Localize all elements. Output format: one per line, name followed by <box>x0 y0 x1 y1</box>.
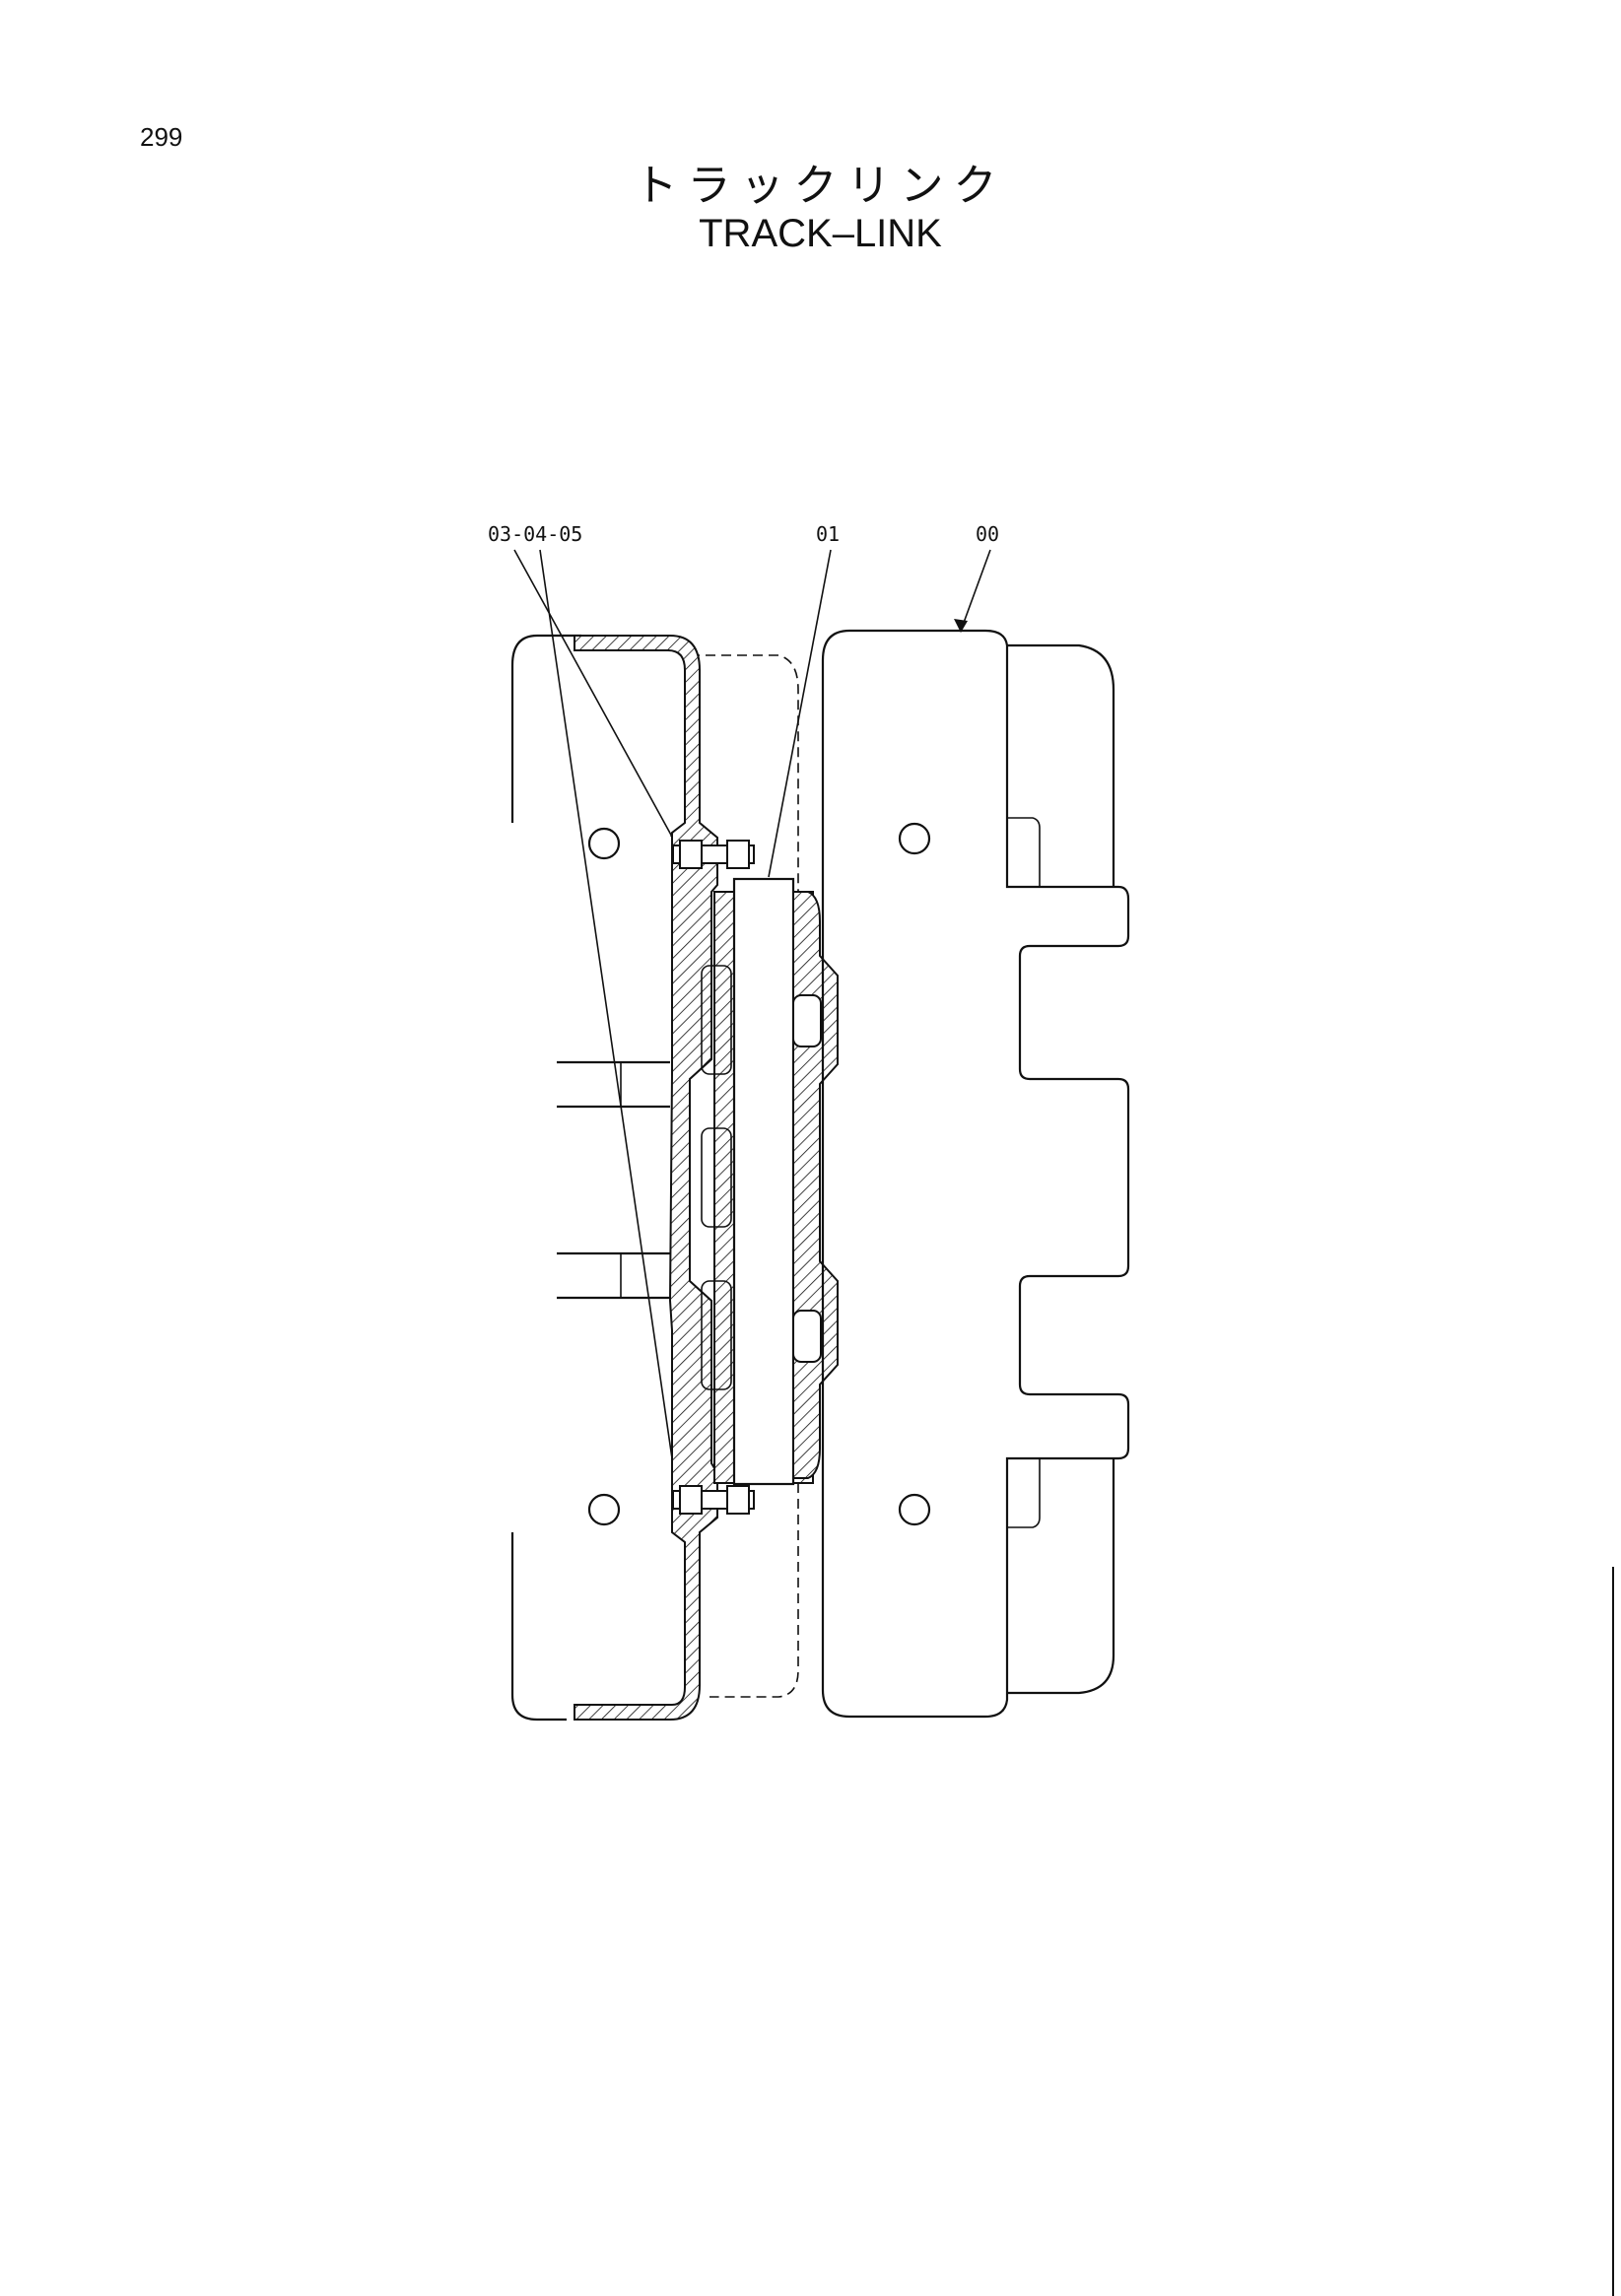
bolt-nut-top <box>672 840 755 869</box>
hidden-outline <box>690 654 799 1698</box>
page-edge-line <box>1612 1567 1614 2296</box>
right-link-outline <box>821 629 1130 1719</box>
leader-lines <box>513 549 991 1514</box>
callout-label-link: 00 <box>976 522 999 546</box>
left-link-outline <box>510 634 670 1722</box>
title-japanese: トラックリンク <box>634 161 1007 211</box>
bolt-nut-bottom <box>672 1485 755 1515</box>
page-number: 299 <box>140 122 183 152</box>
link-section-hatched <box>574 635 718 1721</box>
callout-label-bolt-nut: 03-04-05 <box>488 522 582 546</box>
title-english: TRACK–LINK <box>699 212 942 255</box>
callout-label-pin: 01 <box>816 522 840 546</box>
pin-bushing-section <box>701 877 839 1486</box>
